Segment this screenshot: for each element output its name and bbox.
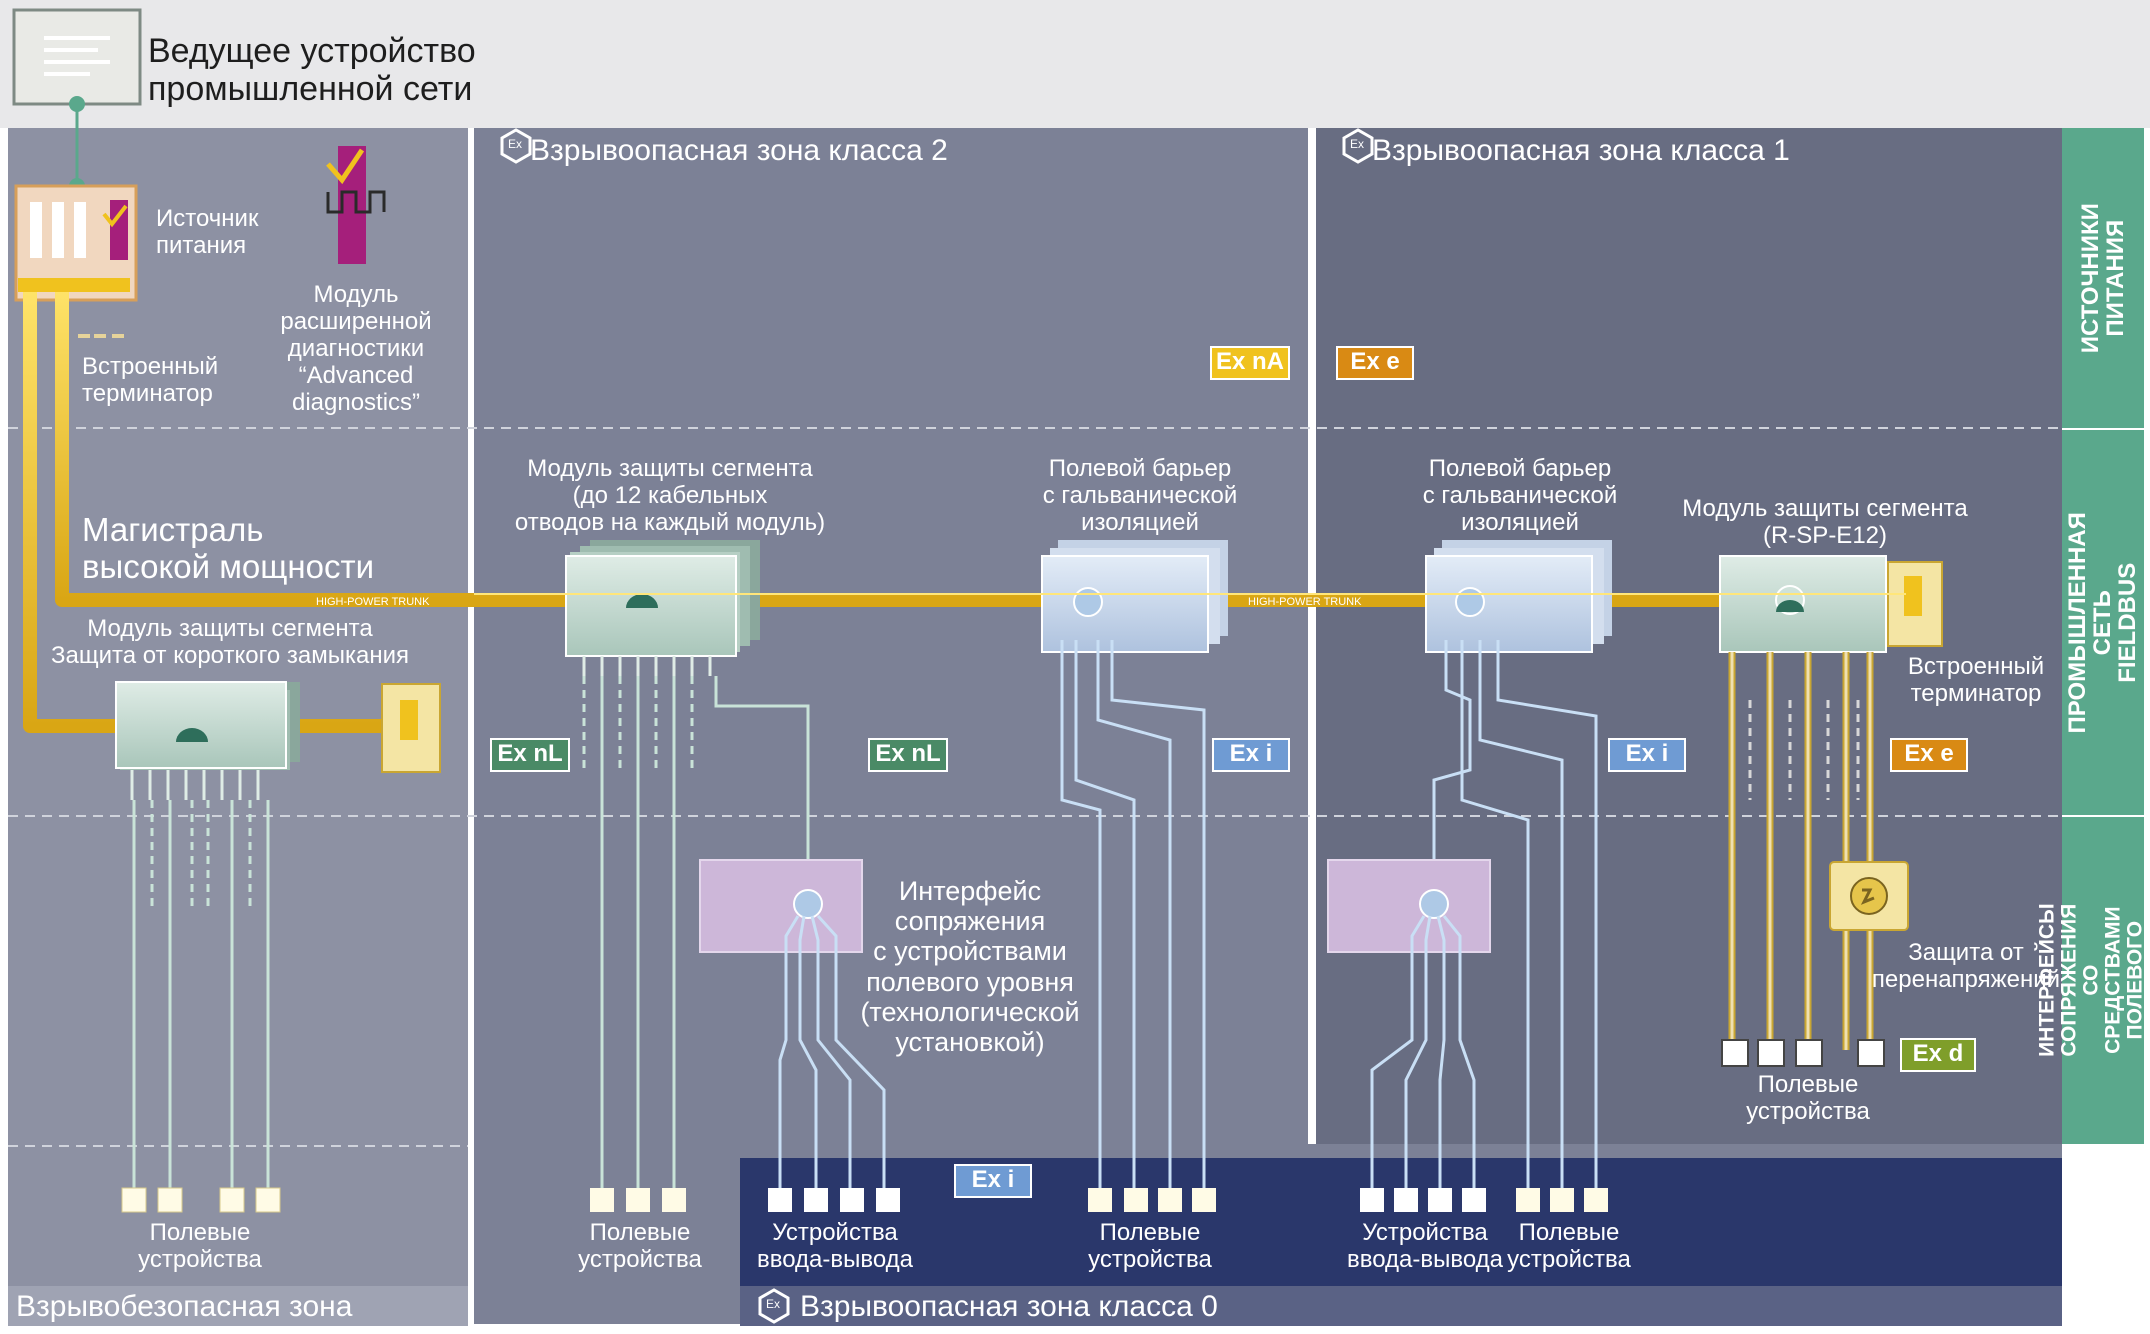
zone-safe-label: Взрывобезопасная зона [16,1290,353,1323]
badge-ex-e-1: Ex e [1336,346,1414,380]
layer-interfaces-text: ИНТЕРФЕЙСЫ СОПРЯЖЕНИЯ СО СРЕДСТВАМИ ПОЛЕ… [2035,903,2150,1058]
zone-safe-label-bar [8,1286,468,1326]
badge-ex-na: Ex nA [1210,346,1290,380]
layer-tab-fieldbus-label: ПРОМЫШЛЕННАЯ СЕТЬ FIELDBUS [2062,430,2144,815]
layer-fieldbus-text: ПРОМЫШЛЕННАЯ СЕТЬ FIELDBUS [2064,511,2142,734]
layer-tab-interfaces [2062,817,2144,1144]
terminator-left-label: Встроенный терминатор [82,353,219,407]
trunk-tag-2: HIGH-POWER TRUNK [1248,596,1362,608]
badge-ex-i-3: Ex i [954,1164,1032,1198]
io-devices-label-2: Устройства ввода-вывода [1346,1219,1504,1273]
layer-tab-interfaces-label: ИНТЕРФЕЙСЫ СОПРЯЖЕНИЯ СО СРЕДСТВАМИ ПОЛЕ… [2036,817,2150,1144]
field-devices-label-1: Полевые устройства [138,1219,262,1273]
field-devices-label-4: Полевые устройства [1507,1219,1631,1273]
badge-ex-nl-1: Ex nL [490,738,570,772]
badge-ex-e-2: Ex e [1890,738,1968,772]
layer-tab-power [2062,128,2144,428]
io-devices-label-1: Устройства ввода-вывода [756,1219,914,1273]
segment-module-12 [565,540,760,676]
barrier-2-label: Полевой барьер с гальванической изоляцие… [1422,455,1618,536]
layer-tab-fieldbus [2062,430,2144,815]
field-devices-label-5: Полевые устройства [1746,1071,1870,1125]
field-devices-label-2: Полевые устройства [578,1219,702,1273]
ex-symbol-0: Ex [766,1297,781,1311]
segment-12-label: Модуль защиты сегмента (до 12 кабельных … [514,455,826,536]
master-device-label: Ведущее устройство промышленной сети [148,32,476,109]
badge-ex-nl-2: Ex nL [868,738,948,772]
layer-power-text: ИСТОЧНИКИ ПИТАНИЯ [2076,202,2129,354]
power-supply-label: Источник питания [156,205,259,259]
process-interface-box [699,859,863,953]
layer-separators [8,427,2062,1147]
ex-symbol-2: Ex [508,137,523,151]
badge-ex-i-2: Ex i [1608,738,1686,772]
badge-ex-d: Ex d [1900,1038,1976,1072]
trunk-tag-1: HIGH-POWER TRUNK [316,596,430,608]
ex-symbol-1: Ex [1350,137,1365,151]
top-strip [0,0,2150,128]
interface-process-label: Интерфейс сопряжения с устройствами поле… [860,876,1080,1058]
ex-hex-icons [500,128,1374,1324]
zone-class2-label: Взрывоопасная зона класса 2 [530,134,948,167]
surge-label: Защита от перенапряжений [1871,939,2061,993]
field-devices-label-3: Полевые устройства [1088,1219,1212,1273]
segment-rsp-label: Модуль защиты сегмента (R-SP-E12) [1682,495,1968,549]
diag-module-label: Модуль расширенной диагностики “Advanced… [280,281,432,416]
segment-short-label: Модуль защиты сегмента Защита от коротко… [51,615,409,669]
master-device-icon [44,36,110,76]
process-interface-box-2 [1327,859,1491,953]
zone-class1-label: Взрывоопасная зона класса 1 [1372,134,1790,167]
layer-tab-power-label: ИСТОЧНИКИ ПИТАНИЯ [2062,128,2144,428]
master-device-box [12,8,142,106]
barrier-1-label: Полевой барьер с гальванической изоляцие… [1042,455,1238,536]
terminator-right-label: Встроенный терминатор [1907,653,2045,707]
trunk-label: Магистраль высокой мощности [82,511,375,585]
segment-module-left [115,681,300,800]
zone-class0-label-bar [740,1286,2062,1326]
badge-ex-i-1: Ex i [1212,738,1290,772]
zone-class0-label: Взрывоопасная зона класса 0 [800,1290,1218,1323]
